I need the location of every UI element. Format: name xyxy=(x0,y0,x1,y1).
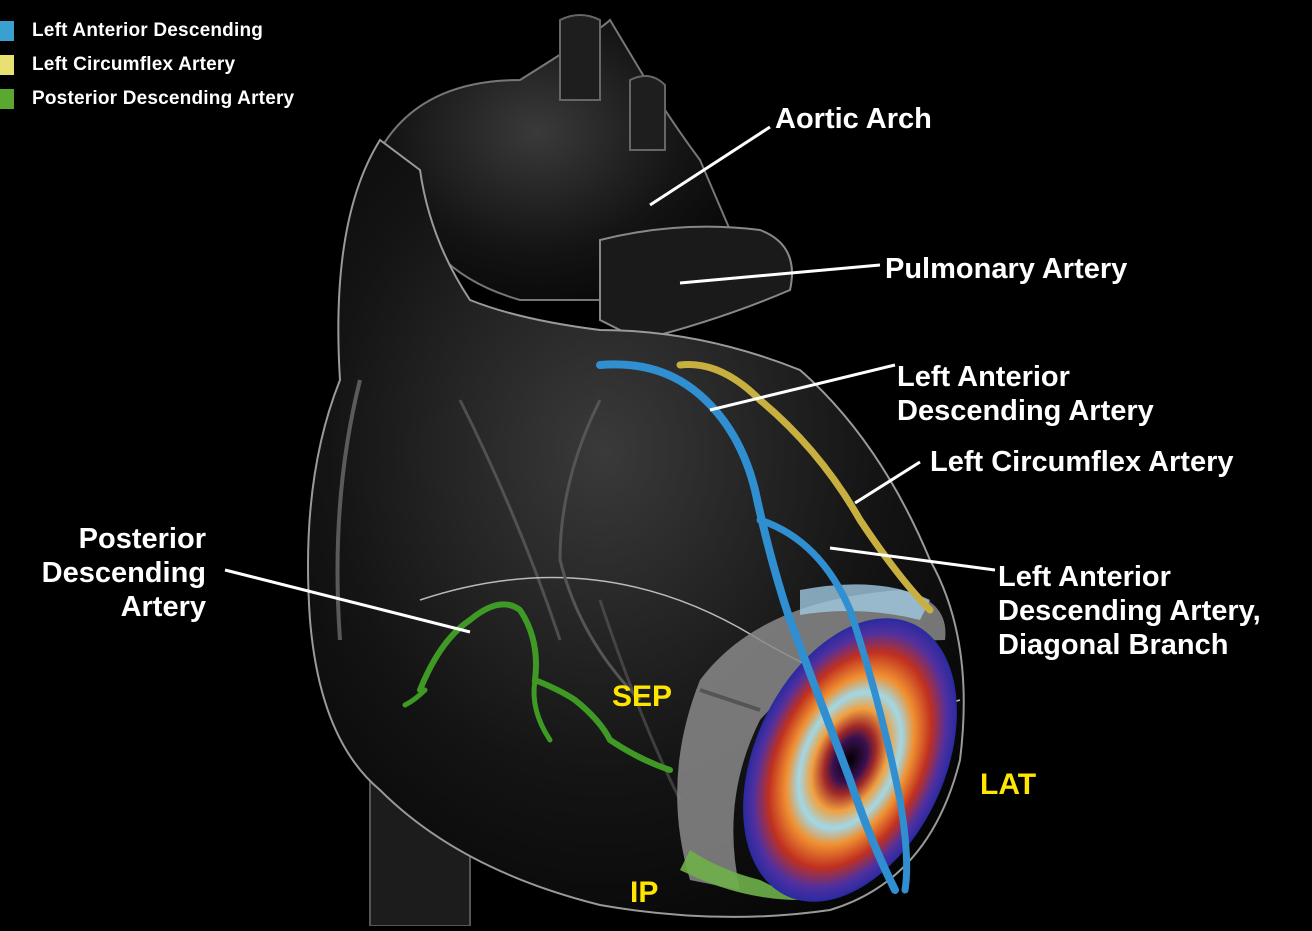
legend-label: Left Anterior Descending xyxy=(32,20,263,42)
label-line: Left Anterior xyxy=(998,560,1261,594)
label-lad: Left Anterior Descending Artery xyxy=(897,360,1154,428)
region-sep: SEP xyxy=(612,680,672,714)
legend-label: Left Circumflex Artery xyxy=(32,54,235,76)
label-pda: Posterior Descending Artery xyxy=(10,522,206,624)
label-line: Left Anterior xyxy=(897,360,1154,394)
label-pulmonary-artery: Pulmonary Artery xyxy=(885,252,1127,286)
legend-swatch-lad xyxy=(0,21,14,41)
label-aortic-arch: Aortic Arch xyxy=(775,102,932,136)
legend-item: Left Anterior Descending xyxy=(0,14,294,48)
label-lcx: Left Circumflex Artery xyxy=(930,445,1234,479)
label-line: Descending Artery, xyxy=(998,594,1261,628)
legend: Left Anterior Descending Left Circumflex… xyxy=(0,14,294,116)
aortic-branch xyxy=(560,15,600,100)
label-lad-diagonal: Left Anterior Descending Artery, Diagona… xyxy=(998,560,1261,662)
label-line: Artery xyxy=(10,590,206,624)
legend-item: Left Circumflex Artery xyxy=(0,48,294,82)
legend-label: Posterior Descending Artery xyxy=(32,88,294,110)
legend-item: Posterior Descending Artery xyxy=(0,82,294,116)
region-lat: LAT xyxy=(980,768,1036,802)
label-line: Descending Artery xyxy=(897,394,1154,428)
label-line: Posterior xyxy=(10,522,206,556)
region-ip: IP xyxy=(630,876,658,910)
label-line: Descending xyxy=(10,556,206,590)
aortic-branch xyxy=(630,76,665,150)
legend-swatch-lcx xyxy=(0,55,14,75)
label-line: Diagonal Branch xyxy=(998,628,1261,662)
legend-swatch-pda xyxy=(0,89,14,109)
pulmonary-artery xyxy=(600,227,792,340)
